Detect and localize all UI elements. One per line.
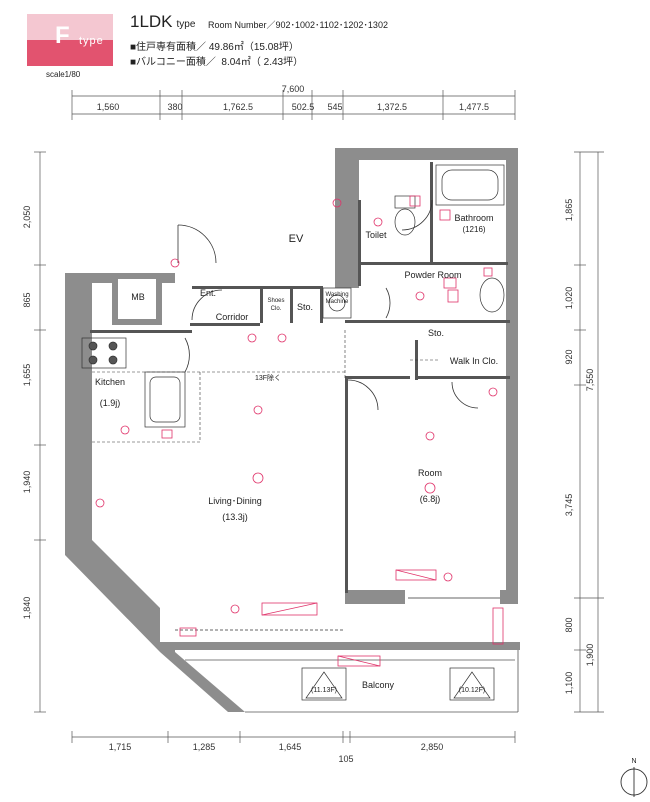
dim-top-total: 7,600 [282, 84, 305, 94]
kitchen-equipment [81, 337, 186, 428]
dim-bottom-4: 2,850 [421, 742, 444, 752]
bathroom-equipment [322, 164, 505, 319]
dim-top-3: 1,762.5 [223, 102, 253, 112]
label-washing-1: Washing [325, 292, 348, 298]
dim-bottom-3: 1,645 [279, 742, 302, 752]
dim-left-5: 1,840 [22, 597, 32, 620]
dim-right-3: 920 [564, 349, 574, 364]
label-step-note: 13F除く [255, 373, 281, 382]
label-toilet: Toilet [365, 230, 387, 240]
doors [175, 199, 500, 631]
dim-right-6: 1,100 [564, 672, 574, 695]
dim-right-4: 3,745 [564, 494, 574, 517]
label-ac-2: (10.12F) [459, 687, 485, 694]
label-walk-in-closet: Walk In Clo. [450, 356, 498, 366]
label-room: Room [418, 468, 442, 478]
dim-top-2: 380 [167, 102, 182, 112]
dim-left-3: 1,655 [22, 364, 32, 387]
room-numbers: Room Number／902･1002･1102･1202･1302 [208, 20, 388, 30]
electrical-symbols [95, 195, 504, 667]
label-balcony: Balcony [362, 680, 395, 690]
dim-top-4: 502.5 [292, 102, 315, 112]
balcony-outline [185, 650, 519, 713]
badge-word: type [79, 35, 104, 47]
label-corridor: Corridor [216, 312, 249, 322]
scale-label: scale1/80 [46, 70, 81, 79]
label-ent: Ent. [200, 288, 216, 298]
mb-interior [118, 279, 156, 319]
label-room-size: (6.8j) [420, 494, 441, 504]
dim-top-1: 1,560 [97, 102, 120, 112]
label-sto-1: Sto. [297, 302, 313, 312]
label-living-dining: Living･Dining [208, 496, 262, 506]
dim-right-1: 1,865 [564, 199, 574, 222]
label-shoes-2: Clo. [271, 306, 282, 312]
spec-private-area: ■住戸専有面積／ 49.86㎡（15.08坪） [130, 42, 299, 53]
plan-type-suffix: type [176, 19, 196, 30]
badge-letter: F [55, 22, 70, 49]
spec-balcony-area: ■バルコニー面積／ 8.04㎡（ 2.43坪） [130, 57, 304, 68]
label-bathroom-size: (1216) [462, 225, 485, 234]
label-bathroom: Bathroom [454, 213, 493, 223]
dim-top-6: 1,372.5 [377, 102, 407, 112]
dim-bottom-small: 105 [338, 754, 353, 764]
label-kitchen-size: (1.9j) [100, 398, 121, 408]
balcony-ac-units [301, 667, 495, 701]
dim-right-total: 7,550 [585, 369, 595, 392]
label-powder-room: Powder Room [404, 270, 461, 280]
label-living-size: (13.3j) [222, 512, 248, 522]
dim-top-7: 1,477.5 [459, 102, 489, 112]
ceiling-lines [92, 330, 440, 443]
plan-type: 1LDK [130, 12, 173, 31]
label-ev: EV [289, 233, 304, 245]
bottom-dimensions [71, 731, 516, 743]
label-sto-2: Sto. [428, 328, 444, 338]
interior-walls [90, 162, 510, 593]
dim-top-5: 545 [327, 102, 342, 112]
dim-right-2: 1,020 [564, 287, 574, 310]
type-badge: F type [27, 14, 113, 66]
exterior-walls [65, 148, 520, 712]
north-compass [620, 767, 648, 797]
dim-left-4: 1,940 [22, 471, 32, 494]
label-washing-2: Machine [326, 299, 349, 305]
label-ac-1: (11.13F) [311, 687, 337, 694]
dim-bottom-1: 1,715 [109, 742, 132, 752]
top-dimensions [71, 90, 516, 120]
dim-left-1: 2,050 [22, 206, 32, 229]
label-shoes-1: Shoes [267, 298, 284, 304]
dim-right-5: 800 [564, 617, 574, 632]
dim-right-balcony: 1,900 [585, 644, 595, 667]
left-dimensions [34, 151, 46, 713]
compass-label: N [631, 758, 636, 765]
right-dimensions [574, 151, 604, 713]
label-mb: MB [131, 292, 145, 302]
dim-bottom-2: 1,285 [193, 742, 216, 752]
label-kitchen: Kitchen [95, 377, 125, 387]
dim-left-2: 865 [22, 292, 32, 307]
